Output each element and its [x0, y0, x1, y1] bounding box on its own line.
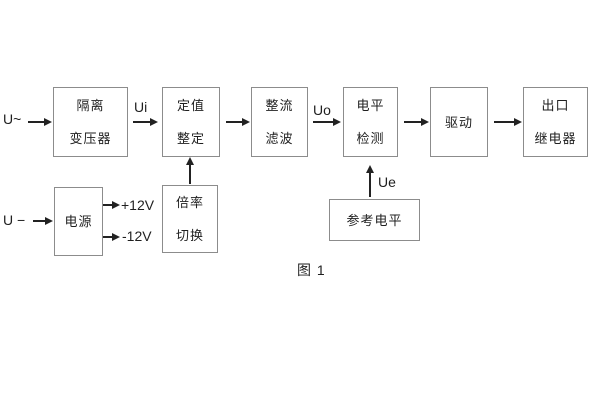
block-label-line: 出口 — [541, 98, 570, 113]
block-setpoint-adjust: 定值 整定 — [162, 87, 220, 157]
block-label-line: 驱动 — [444, 114, 473, 130]
block-output-relay: 出口 继电器 — [523, 87, 588, 157]
block-label-line: 定值 — [176, 98, 205, 113]
arrow-ac-input — [28, 118, 52, 126]
block-label-line: 整定 — [176, 131, 205, 146]
block-label-line: 隔离 — [76, 98, 105, 113]
signal-label-ui: Ui — [134, 99, 148, 115]
arrow-uo-rectifier-to-level — [313, 118, 341, 126]
block-label-line: 电平 — [356, 98, 385, 113]
block-label-line: 变压器 — [69, 131, 112, 146]
arrow-level-to-driver — [404, 118, 429, 126]
signal-label-minus-12v: -12V — [122, 228, 152, 244]
block-label-line: 切换 — [175, 228, 204, 243]
arrow-ue-reference-to-level — [366, 165, 374, 197]
arrow-plus-12v-output — [103, 201, 120, 209]
block-label-line: 参考电平 — [346, 212, 403, 228]
arrow-minus-12v-output — [103, 233, 120, 241]
block-power-supply: 电源 — [54, 187, 103, 256]
block-driver: 驱动 — [430, 87, 488, 157]
arrow-driver-to-relay — [494, 118, 522, 126]
signal-label-uo: Uo — [313, 102, 331, 118]
signal-label-ac-input: U~ — [3, 111, 22, 127]
block-label-line: 滤波 — [265, 131, 294, 146]
block-ratio-switch: 倍率 切换 — [162, 185, 218, 253]
block-label-line: 倍率 — [175, 195, 204, 210]
arrow-ui-transformer-to-setpoint — [133, 118, 158, 126]
block-isolation-transformer: 隔离 变压器 — [53, 87, 128, 157]
signal-label-ue: Ue — [378, 174, 396, 190]
block-rectifier-filter: 整流 滤波 — [251, 87, 308, 157]
block-label-line: 继电器 — [534, 131, 577, 146]
block-label-line: 整流 — [265, 98, 294, 113]
arrow-dc-input — [33, 217, 53, 225]
block-level-detect: 电平 检测 — [343, 87, 398, 157]
signal-label-plus-12v: +12V — [121, 197, 155, 213]
block-label-line: 电源 — [64, 214, 93, 229]
arrow-setpoint-to-rectifier — [226, 118, 250, 126]
block-label-line: 检测 — [356, 131, 385, 146]
arrow-ratio-to-setpoint — [186, 157, 194, 184]
figure-caption: 图 1 — [297, 262, 326, 278]
signal-label-dc-input: U − — [3, 212, 26, 228]
block-reference-level: 参考电平 — [329, 199, 420, 241]
